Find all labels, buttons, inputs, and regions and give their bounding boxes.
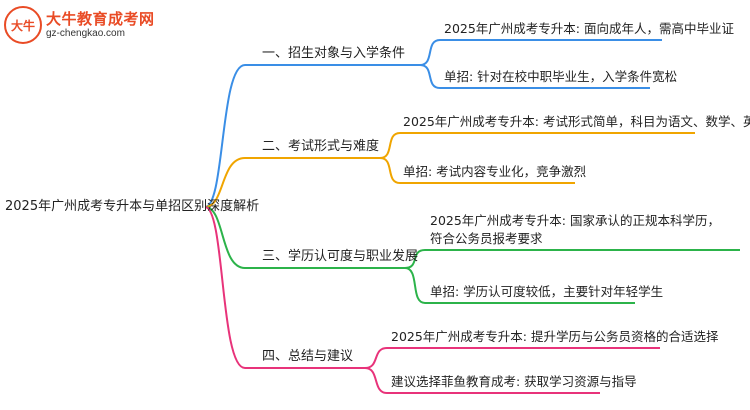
- connector-branch-3-leaf-1: [404, 249, 426, 269]
- leaf-4-1: 2025年广州成考专升本: 提升学历与公务员资格的合适选择: [391, 329, 719, 344]
- connector-branch-4-leaf-2: [364, 367, 388, 394]
- brand-logo[interactable]: 大牛 大牛教育成考网 gz-chengkao.com: [4, 6, 154, 46]
- connector-root-branch-4: [204, 206, 246, 369]
- connector-root-branch-3: [204, 206, 246, 269]
- connector-root-branch-2: [204, 157, 246, 208]
- logo-name: 大牛教育成考网: [46, 10, 155, 28]
- connector-branch-2-leaf-2: [379, 157, 401, 184]
- leaf-2-2: 单招: 考试内容专业化，竞争激烈: [403, 164, 587, 179]
- connector-branch-4-leaf-1: [364, 347, 388, 369]
- branch-3-label: 三、学历认可度与职业发展: [262, 249, 419, 264]
- connector-root-branch-1: [204, 64, 246, 208]
- branch-4-label: 四、总结与建议: [262, 349, 354, 364]
- connector-branch-1-leaf-2: [419, 64, 441, 89]
- connector-branch-3-leaf-2: [404, 267, 426, 304]
- branch-1-label: 一、招生对象与入学条件: [262, 46, 406, 61]
- leaf-3-1: 2025年广州成考专升本: 国家承认的正规本科学历，符合公务员报考要求: [430, 213, 720, 246]
- leaf-4-2: 建议选择菲鱼教育成考: 获取学习资源与指导: [391, 374, 637, 389]
- branch-2-label: 二、考试形式与难度: [262, 139, 380, 154]
- logo-badge-icon: 大牛: [4, 6, 42, 44]
- connector-branch-2-leaf-1: [379, 132, 401, 159]
- leaf-3-2: 单招: 学历认可度较低，主要针对年轻学生: [430, 284, 664, 299]
- leaf-2-1: 2025年广州成考专升本: 考试形式简单，科目为语文、数学、英语: [403, 114, 750, 129]
- mindmap-root: 2025年广州成考专升本与单招区别深度解析: [5, 199, 260, 214]
- leaf-1-2: 单招: 针对在校中职毕业生，入学条件宽松: [444, 69, 678, 84]
- leaf-1-1: 2025年广州成考专升本: 面向成年人，需高中毕业证: [444, 21, 734, 36]
- logo-url: gz-chengkao.com: [46, 28, 125, 39]
- connector-branch-1-leaf-1: [419, 39, 441, 66]
